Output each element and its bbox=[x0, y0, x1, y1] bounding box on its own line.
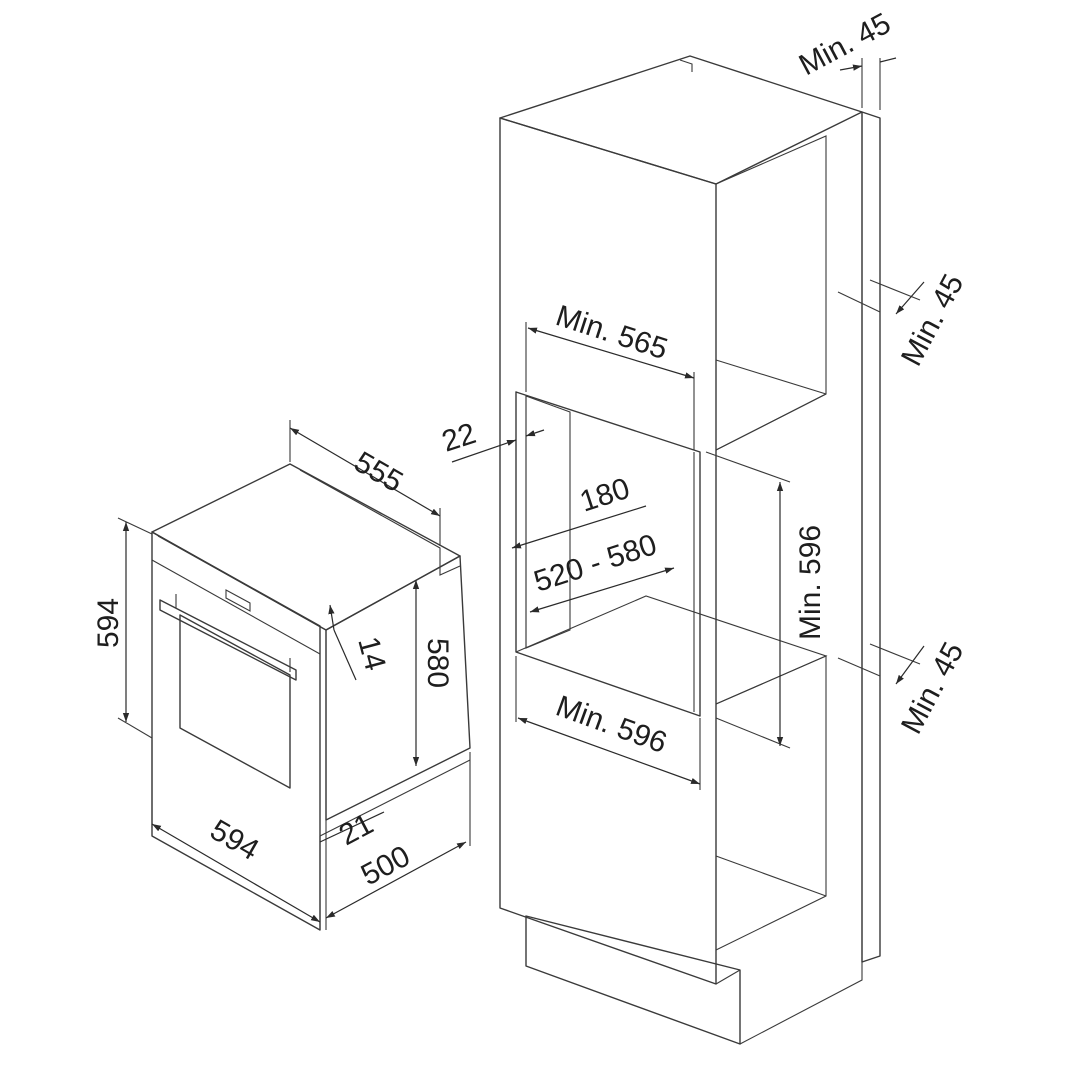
dim-line-500 bbox=[325, 841, 467, 919]
label-vent-depth-range: 520 - 580 bbox=[530, 528, 661, 599]
oven-top bbox=[151, 463, 461, 631]
cabinet-lower-compartment bbox=[715, 655, 827, 951]
oven-door-window bbox=[179, 614, 291, 789]
oven-handle bbox=[159, 594, 297, 681]
cabinet-dimensions: Min. 45 Min. 45 Min. 45 Min. 565 22 180 … bbox=[438, 7, 970, 790]
dim-line-555 bbox=[289, 427, 441, 517]
cabinet-drawing bbox=[499, 55, 881, 1045]
dim-line-21 bbox=[319, 811, 385, 843]
label-niche-height: Min. 596 bbox=[794, 525, 827, 640]
label-panel-gap: 14 bbox=[351, 633, 392, 674]
dim-line-594-width bbox=[151, 823, 321, 923]
dim-line-niche-width bbox=[517, 717, 701, 785]
label-depth-total: 555 bbox=[349, 445, 409, 499]
dim-line-vent-depth-range bbox=[529, 567, 675, 613]
dim-line-top-gap bbox=[839, 64, 863, 71]
label-front-thickness: 21 bbox=[334, 807, 379, 852]
oven-front-panel-edge bbox=[157, 535, 327, 930]
cabinet-top-edge bbox=[679, 59, 693, 72]
cabinet-oven-niche bbox=[515, 391, 701, 717]
dim-line-14 bbox=[328, 604, 335, 631]
dim-line-niche-depth bbox=[527, 327, 695, 379]
dim-line-front-setback bbox=[451, 439, 517, 463]
dim-line-upper-side-gap bbox=[895, 281, 925, 315]
label-body-depth: 500 bbox=[356, 840, 416, 893]
oven-front-panel bbox=[151, 531, 321, 931]
oven-bottom-edge bbox=[319, 759, 471, 837]
label-lower-side-gap: Min. 45 bbox=[895, 637, 970, 739]
label-height-front: 594 bbox=[92, 598, 125, 648]
label-top-gap: Min. 45 bbox=[794, 7, 896, 82]
cabinet-plinth bbox=[525, 915, 741, 1045]
dim-line-lower-side-gap bbox=[895, 645, 925, 685]
label-body-height: 580 bbox=[421, 638, 454, 688]
oven-display bbox=[225, 589, 251, 612]
cabinet-side-panel bbox=[861, 111, 881, 963]
oven-dimensions: 555 594 594 14 580 21 500 bbox=[92, 420, 471, 930]
oven-drawing bbox=[151, 463, 471, 931]
label-niche-depth: Min. 565 bbox=[552, 299, 672, 366]
label-upper-side-gap: Min. 45 bbox=[895, 269, 970, 371]
label-front-setback: 22 bbox=[438, 417, 480, 459]
dim-line-vent-height bbox=[511, 505, 647, 549]
label-width-front: 594 bbox=[205, 813, 265, 867]
cabinet-vent-opening bbox=[525, 395, 571, 649]
label-vent-height: 180 bbox=[576, 472, 634, 519]
oven-control-strip bbox=[151, 559, 321, 655]
